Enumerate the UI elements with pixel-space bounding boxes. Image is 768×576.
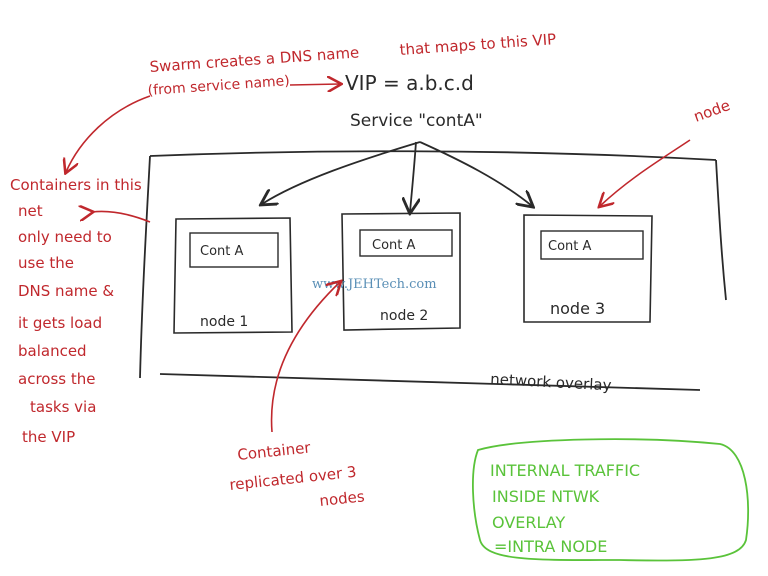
node-3-container-label: Cont A bbox=[548, 239, 591, 254]
green-note-outline bbox=[472, 438, 749, 562]
replicated-note: Container replicated over 3 nodes bbox=[229, 282, 366, 510]
replicated-note-line-3: nodes bbox=[319, 487, 366, 510]
service-label: Service "contA" bbox=[350, 111, 483, 131]
overlay-right-edge bbox=[715, 159, 727, 301]
service-to-node3-arrow bbox=[419, 141, 532, 206]
overlay-top-edge bbox=[149, 150, 717, 161]
green-note-line-2: INSIDE NTWK bbox=[492, 487, 600, 506]
containers-note-line-3: only need to bbox=[18, 228, 112, 246]
containers-note-line-9: tasks via bbox=[30, 398, 96, 416]
containers-note-arrow bbox=[66, 95, 151, 172]
green-note-line-4: =INTRA NODE bbox=[494, 537, 607, 556]
service-to-node2-arrow bbox=[410, 141, 416, 212]
network-overlay-label: network overlay bbox=[490, 370, 612, 394]
containers-note-line-6: it gets load bbox=[18, 314, 102, 332]
vip-label: VIP = a.b.c.d bbox=[345, 71, 474, 95]
containers-note-line-4: use the bbox=[18, 254, 74, 272]
service-to-node1-arrow bbox=[262, 141, 421, 204]
node-2-label: node 2 bbox=[380, 308, 428, 324]
node-3-label: node 3 bbox=[550, 299, 605, 318]
node-pointer-arrow bbox=[600, 139, 691, 206]
node-1-label: node 1 bbox=[200, 314, 248, 330]
containers-note-line-2: net bbox=[18, 202, 43, 220]
replicated-note-line-1: Container bbox=[237, 438, 313, 464]
node-1: Cont A node 1 bbox=[173, 217, 293, 334]
node-3: Cont A node 3 bbox=[523, 214, 653, 323]
replicated-note-arrow bbox=[270, 282, 340, 433]
node-2: Cont A node 2 bbox=[341, 212, 461, 331]
swarm-to-vip-arrow bbox=[289, 84, 340, 85]
containers-note-line-1: Containers in this bbox=[10, 176, 142, 194]
overlay-bottom-edge bbox=[159, 373, 701, 391]
net-arrow bbox=[92, 211, 151, 223]
node-2-container-label: Cont A bbox=[372, 238, 415, 253]
containers-note-line-10: the VIP bbox=[22, 428, 75, 446]
swarm-note-line1: Swarm creates a DNS name bbox=[149, 43, 360, 76]
green-note: INTERNAL TRAFFIC INSIDE NTWK OVERLAY =IN… bbox=[472, 438, 749, 562]
node-1-container-label: Cont A bbox=[200, 244, 243, 259]
swarm-note-line1b: that maps to this VIP bbox=[399, 30, 557, 59]
green-note-line-1: INTERNAL TRAFFIC bbox=[490, 461, 640, 480]
swarm-note-line2: (from service name) bbox=[147, 73, 290, 99]
green-note-line-3: OVERLAY bbox=[492, 513, 565, 532]
node-pointer-label: node bbox=[691, 96, 732, 126]
containers-note: Containers in this net only need to use … bbox=[10, 95, 151, 446]
containers-note-line-5: DNS name & bbox=[18, 282, 114, 300]
watermark: www.JEHTech.com bbox=[312, 277, 437, 292]
overlay-left-edge bbox=[139, 155, 151, 379]
containers-note-line-7: balanced bbox=[18, 342, 87, 360]
containers-note-line-8: across the bbox=[18, 370, 95, 388]
